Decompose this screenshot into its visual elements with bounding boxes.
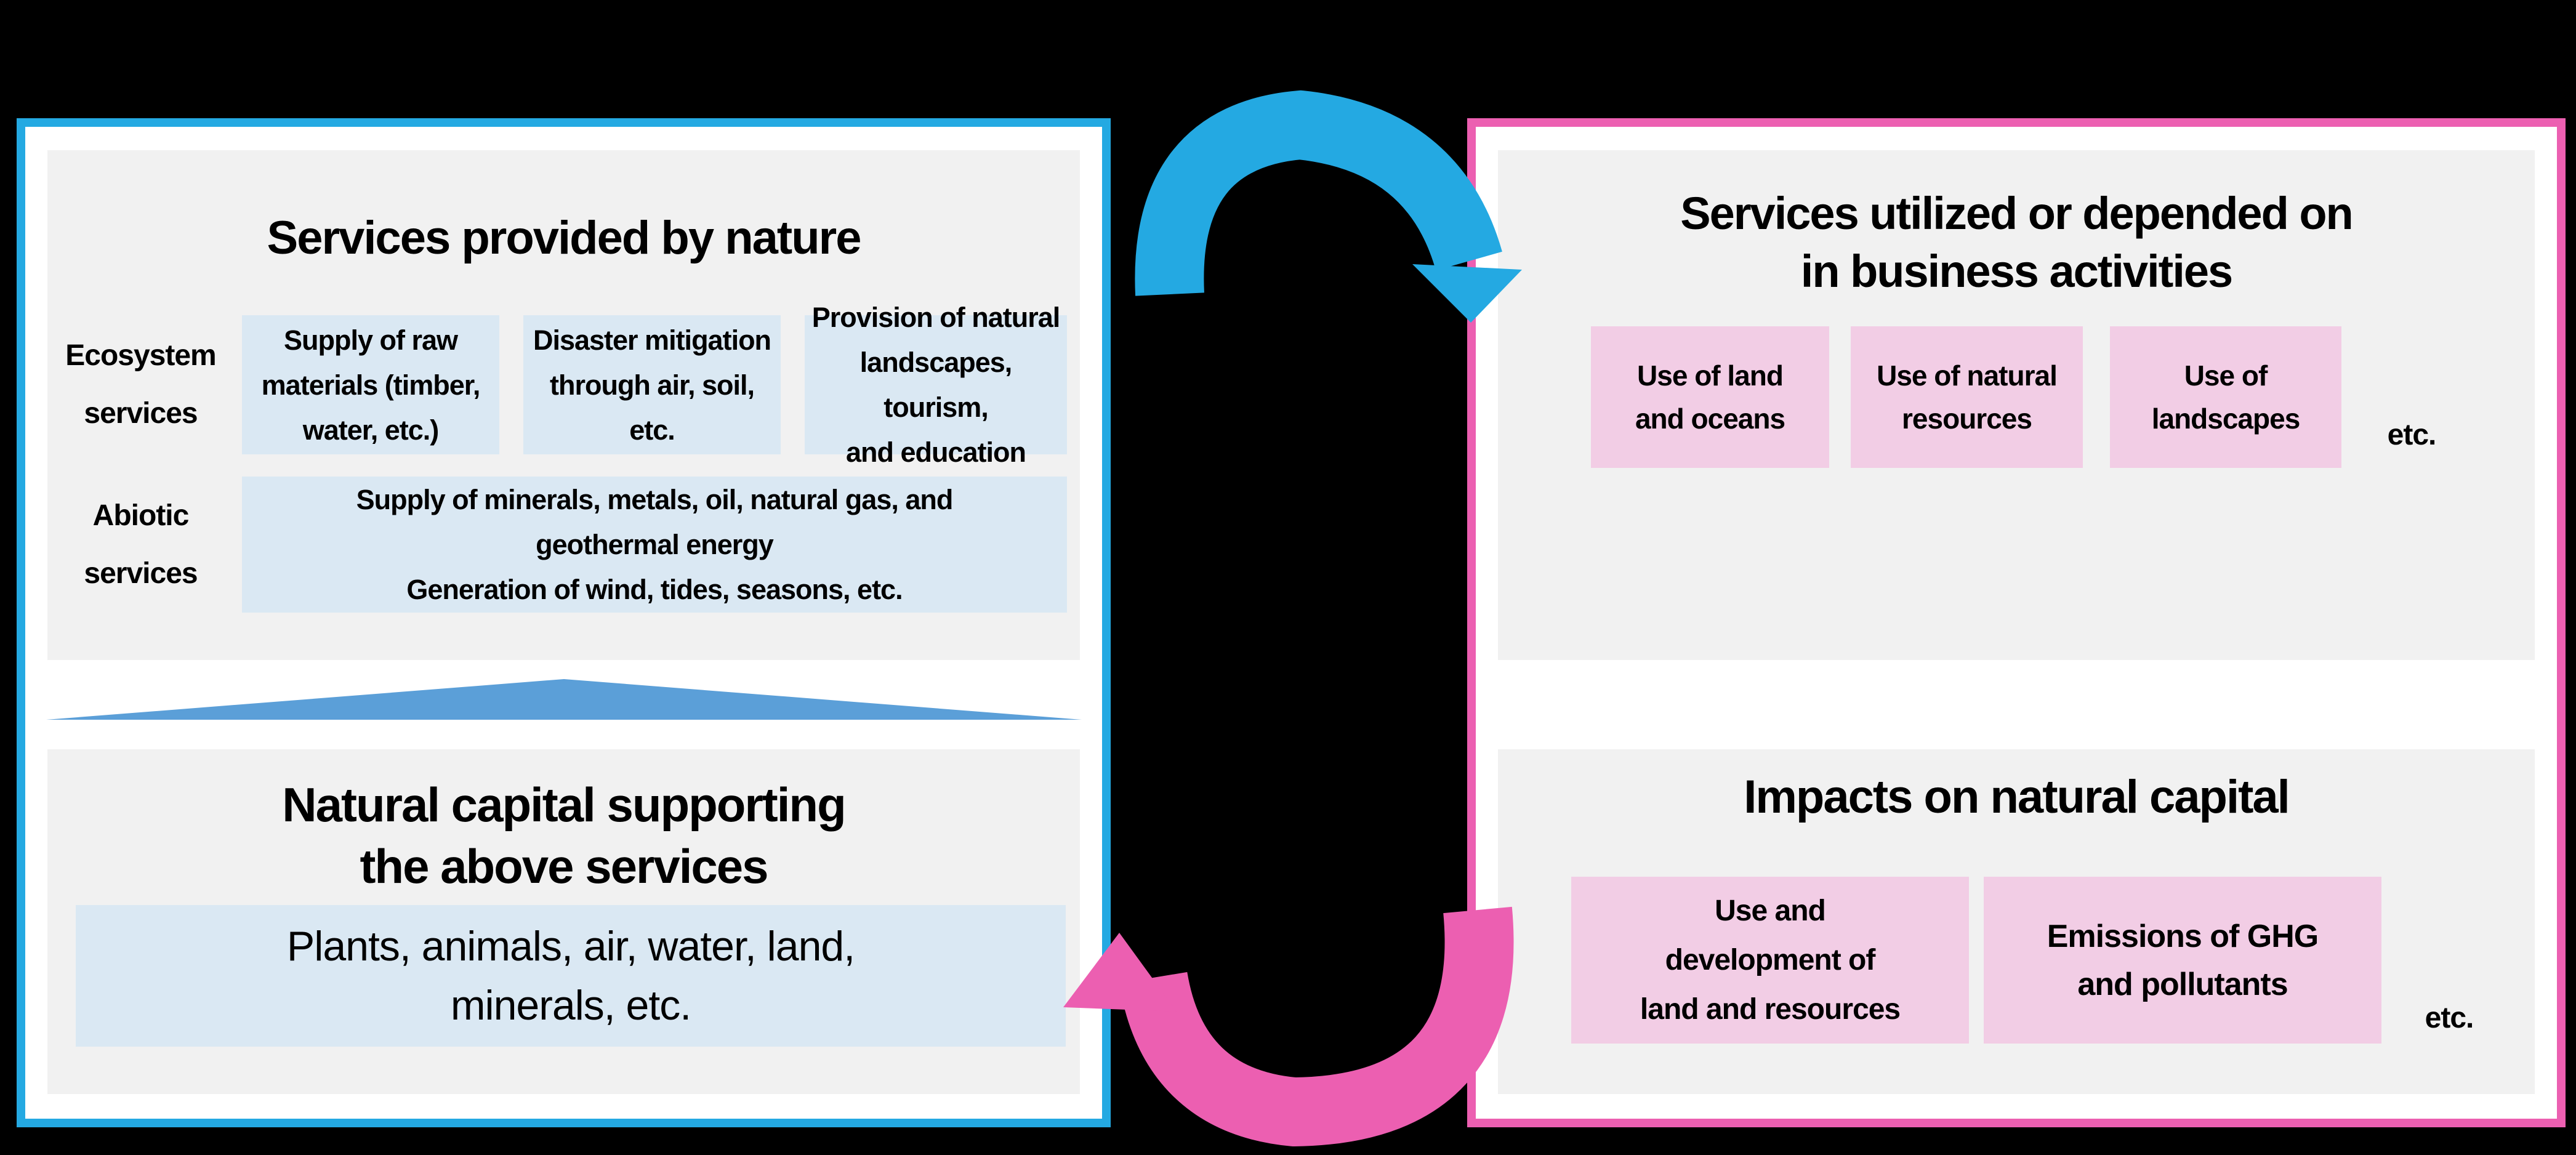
disaster-mitigation-line1: Disaster mitigation (533, 324, 771, 356)
abiotic-supply-line2: geothermal energy (536, 529, 774, 560)
natural-capital-title: Natural capital supporting the above ser… (47, 774, 1080, 897)
abiotic-services-label-line1: Abiotic (92, 499, 190, 532)
use-development-land-box: Use and development of land and resource… (1571, 877, 1969, 1044)
use-development-land-line3: land and resources (1640, 992, 1901, 1026)
use-of-landscapes-line2: landscapes (2151, 403, 2301, 435)
use-development-land-line2: development of (1665, 943, 1876, 976)
supports-triangle-icon (46, 679, 1082, 720)
abiotic-supply-box: Supply of minerals, metals, oil, natural… (242, 477, 1067, 613)
services-by-nature-title: Services provided by nature (267, 212, 862, 264)
disaster-mitigation-line2: through air, soil, (549, 369, 755, 401)
use-development-land-line1: Use and (1715, 894, 1826, 927)
abiotic-supply-line1: Supply of minerals, metals, oil, natural… (356, 484, 954, 515)
nature-panel: Services provided by nature Ecosystem se… (17, 118, 1111, 1127)
emissions-ghg-line1: Emissions of GHG (2047, 918, 2319, 954)
use-of-land-oceans-line2: and oceans (1635, 403, 1785, 435)
natural-capital-elements-box: Plants, animals, air, water, land, miner… (76, 905, 1066, 1047)
natural-capital-title-line1: Natural capital supporting (282, 778, 846, 832)
use-of-landscapes-box: Use of landscapes (2110, 326, 2341, 468)
disaster-mitigation-line3: etc. (629, 414, 675, 446)
abiotic-services-label: Abiotic services (44, 477, 238, 613)
impact-arrow-shaft (1119, 906, 1514, 1147)
services-utilized-etc-label: etc. (2387, 419, 2437, 451)
use-of-natural-resources-line2: resources (1902, 403, 2032, 435)
use-of-natural-resources-line1: Use of natural (1877, 360, 2058, 392)
natural-capital-elements-line2: minerals, etc. (450, 982, 691, 1029)
use-of-landscapes-line1: Use of (2184, 360, 2268, 392)
dependence-arrow-shaft (1135, 90, 1502, 296)
supply-raw-materials-box: Supply of raw materials (timber, water, … (242, 315, 499, 454)
natural-capital-elements-line1: Plants, animals, air, water, land, (286, 923, 855, 970)
ecosystem-services-label-line2: services (84, 397, 198, 430)
use-of-land-oceans-line1: Use of land (1637, 360, 1784, 392)
impact-arrow-icon (1063, 906, 1514, 1147)
abiotic-supply-line3: Generation of wind, tides, seasons, etc. (406, 574, 903, 605)
ecosystem-services-label: Ecosystem services (44, 315, 238, 454)
impacts-etc-label: etc. (2425, 1002, 2474, 1034)
ecosystem-services-label-line1: Ecosystem (65, 339, 216, 372)
supply-raw-materials-line2: materials (timber, (261, 369, 481, 401)
use-of-land-oceans-box: Use of land and oceans (1591, 326, 1829, 468)
natural-landscapes-line2: landscapes, tourism, (859, 347, 1013, 423)
natural-landscapes-line3: and education (845, 437, 1026, 468)
supply-raw-materials-line3: water, etc.) (302, 414, 440, 446)
impacts-title: Impacts on natural capital (1744, 771, 2290, 823)
abiotic-services-label-line2: services (84, 557, 198, 590)
services-utilized-title: Services utilized or depended on in busi… (1498, 185, 2535, 300)
emissions-ghg-line2: and pollutants (2077, 966, 2288, 1002)
disaster-mitigation-box: Disaster mitigation through air, soil, e… (523, 315, 781, 454)
use-of-natural-resources-box: Use of natural resources (1851, 326, 2083, 468)
emissions-ghg-box: Emissions of GHG and pollutants (1984, 877, 2381, 1044)
natural-landscapes-box: Provision of natural landscapes, tourism… (805, 302, 1067, 468)
supply-raw-materials-line1: Supply of raw (283, 324, 458, 356)
services-utilized-title-line2: in business activities (1800, 246, 2233, 297)
natural-capital-title-line2: the above services (360, 839, 768, 893)
business-panel: Services utilized or depended on in busi… (1467, 118, 2566, 1127)
services-utilized-title-line1: Services utilized or depended on (1680, 188, 2354, 239)
natural-landscapes-line1: Provision of natural (811, 302, 1061, 333)
